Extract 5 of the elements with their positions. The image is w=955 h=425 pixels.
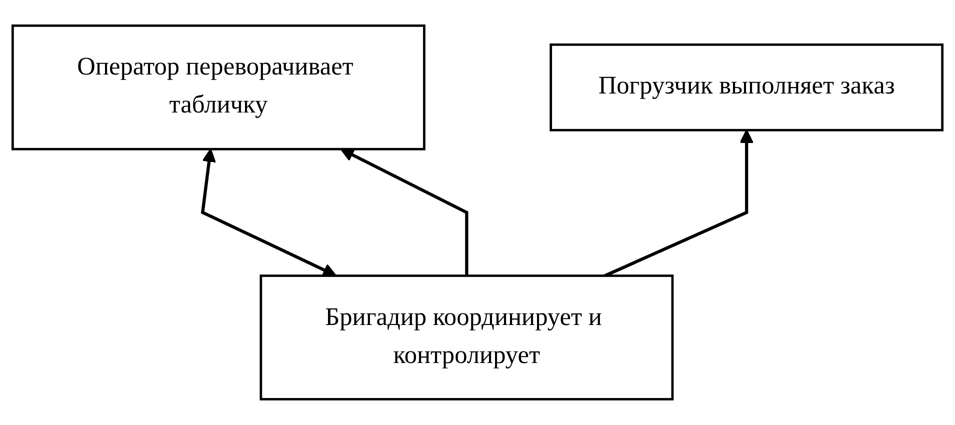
arrow bbox=[200, 148, 336, 276]
node-box: Оператор переворачивает табличку bbox=[12, 24, 426, 150]
node-box: Погрузчик выполняет заказ bbox=[550, 44, 944, 132]
arrow bbox=[340, 148, 468, 276]
node-box: Бригадир координирует и контролирует bbox=[260, 274, 674, 400]
